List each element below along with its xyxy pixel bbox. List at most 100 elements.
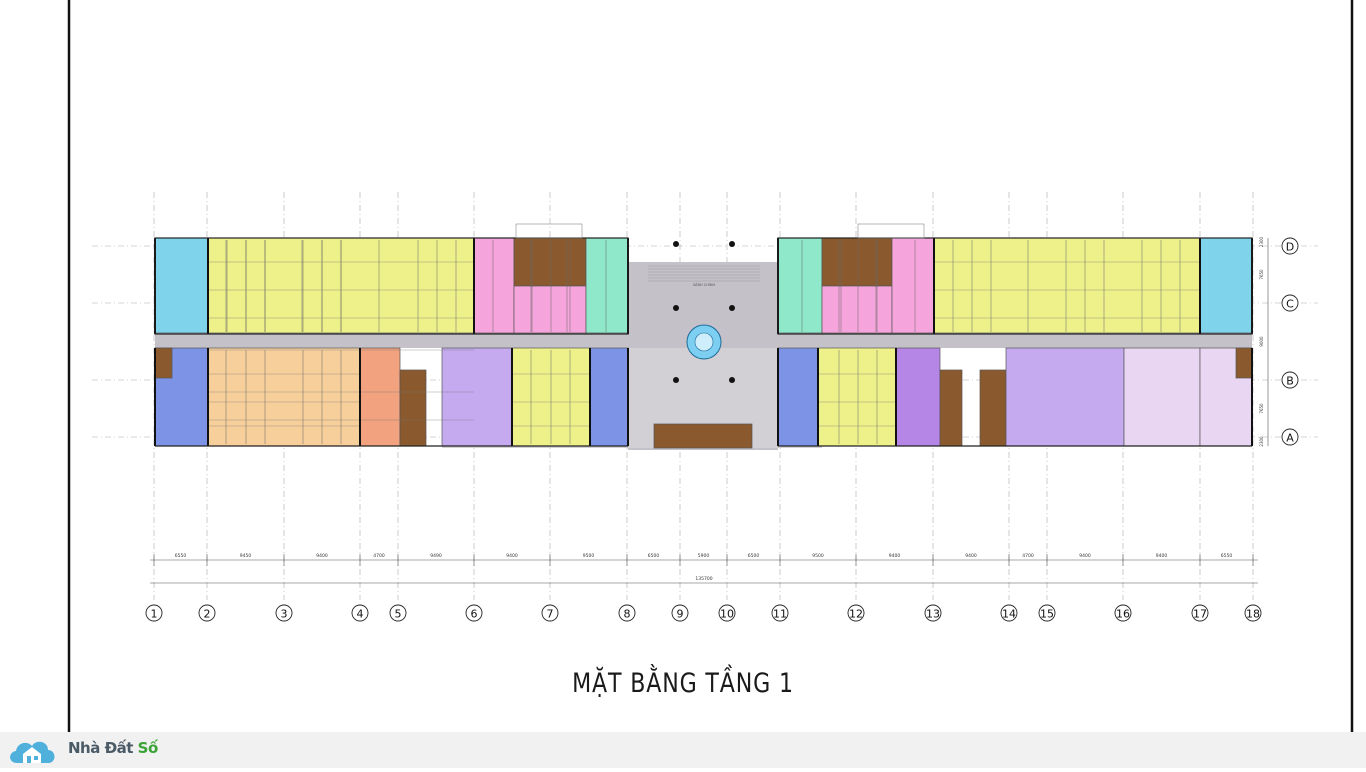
axis-bubble-col-4 <box>351 604 369 622</box>
structural-walls <box>154 237 1253 447</box>
rooms <box>154 237 1253 449</box>
axis-label-col-9: 9 <box>677 608 684 621</box>
axis-label-row-B: B <box>1286 375 1294 388</box>
axis-label-col-2: 2 <box>204 608 211 621</box>
brand-accent: Số <box>137 739 159 757</box>
room <box>1123 347 1201 447</box>
row-dimension-label: 9000 <box>1259 336 1264 347</box>
axis-label-col-1: 1 <box>151 608 158 621</box>
axis-bubble-row-B <box>1281 371 1299 389</box>
axis-label-col-7: 7 <box>547 608 554 621</box>
room <box>777 237 823 334</box>
axis-label-col-15: 15 <box>1040 608 1054 621</box>
room <box>154 237 209 334</box>
room <box>585 237 629 334</box>
room <box>653 423 753 449</box>
room <box>895 347 941 447</box>
span-label: 5900 <box>698 553 710 559</box>
axis-bubble-col-15 <box>1038 604 1056 622</box>
row-dimension-label: 7650 <box>1259 269 1264 280</box>
axis-label-row-C: C <box>1286 298 1294 311</box>
lobby-column <box>673 305 679 311</box>
axis-bubble-col-2 <box>198 604 216 622</box>
axis-label-col-5: 5 <box>395 608 402 621</box>
axis-bubble-col-10 <box>718 604 736 622</box>
row-dimension-label: 7650 <box>1259 403 1264 414</box>
axis-label-col-18: 18 <box>1246 608 1260 621</box>
lobby-columns <box>673 241 735 383</box>
room <box>513 237 587 287</box>
axis-bubble-col-6 <box>465 604 483 622</box>
room <box>359 347 401 447</box>
span-label: 9400 <box>889 553 901 559</box>
axis-bubble-col-11 <box>771 604 789 622</box>
span-label: 4700 <box>373 553 385 559</box>
span-label: 9400 <box>316 553 328 559</box>
axis-label-col-11: 11 <box>773 608 787 621</box>
room <box>589 347 629 447</box>
room <box>1005 347 1125 447</box>
axis-bubble-col-1 <box>145 604 163 622</box>
room <box>207 347 361 447</box>
axis-label-col-17: 17 <box>1193 608 1207 621</box>
span-label: 9400 <box>1079 553 1091 559</box>
canopy <box>857 223 925 239</box>
partition-walls <box>208 240 1200 444</box>
room <box>441 347 513 447</box>
room <box>939 369 963 447</box>
room <box>817 347 897 447</box>
footer-bar: Nhà Đất Số <box>0 732 1366 768</box>
axis-bubble-col-8 <box>618 604 636 622</box>
room <box>513 285 587 334</box>
span-label: 9500 <box>812 553 824 559</box>
axis-bubble-col-18 <box>1244 604 1262 622</box>
lobby-column <box>673 241 679 247</box>
axis-bubble-col-9 <box>671 604 689 622</box>
span-label: 9400 <box>506 553 518 559</box>
axis-bubble-col-16 <box>1114 604 1132 622</box>
wall-outline <box>154 237 629 335</box>
lobby-label: SẢNH CHÍNH <box>693 282 716 287</box>
lobby-column <box>729 377 735 383</box>
axis-label-col-3: 3 <box>281 608 288 621</box>
brand-name[interactable]: Nhà Đất Số <box>68 739 158 757</box>
axis-label-col-13: 13 <box>926 608 940 621</box>
lobby-column <box>729 305 735 311</box>
room <box>473 237 515 334</box>
axis-bubble-row-C <box>1281 294 1299 312</box>
axis-bubble-col-7 <box>541 604 559 622</box>
span-label: 6550 <box>1221 553 1233 559</box>
span-label: 4700 <box>1022 553 1034 559</box>
fountain-center <box>694 332 714 352</box>
axis-label-col-4: 4 <box>357 608 364 621</box>
span-label: 9490 <box>430 553 442 559</box>
axis-label-col-14: 14 <box>1002 608 1016 621</box>
axis-bubble-col-14 <box>1000 604 1018 622</box>
room <box>399 369 427 447</box>
room <box>154 347 173 379</box>
room <box>933 237 1201 334</box>
span-label: 9450 <box>240 553 252 559</box>
row-dimension-label: 2300 <box>1259 236 1264 247</box>
span-label: 6500 <box>748 553 760 559</box>
room <box>1235 347 1253 379</box>
axis-label-row-D: D <box>1286 241 1294 254</box>
drawing-title: MẶT BẰNG TẦNG 1 <box>572 668 794 699</box>
room <box>777 347 819 447</box>
room <box>821 285 893 334</box>
axis-label-row-A: A <box>1286 432 1294 445</box>
span-label: 9400 <box>965 553 977 559</box>
span-label: 9400 <box>1156 553 1168 559</box>
axis-bubble-col-17 <box>1191 604 1209 622</box>
entry-steps <box>515 223 925 282</box>
row-dimension-label: 2300 <box>1259 436 1264 447</box>
lobby-column <box>729 241 735 247</box>
wall-outline <box>777 237 1253 335</box>
room <box>891 237 935 334</box>
axis-bubble-col-13 <box>924 604 942 622</box>
axis-bubble-col-5 <box>389 604 407 622</box>
